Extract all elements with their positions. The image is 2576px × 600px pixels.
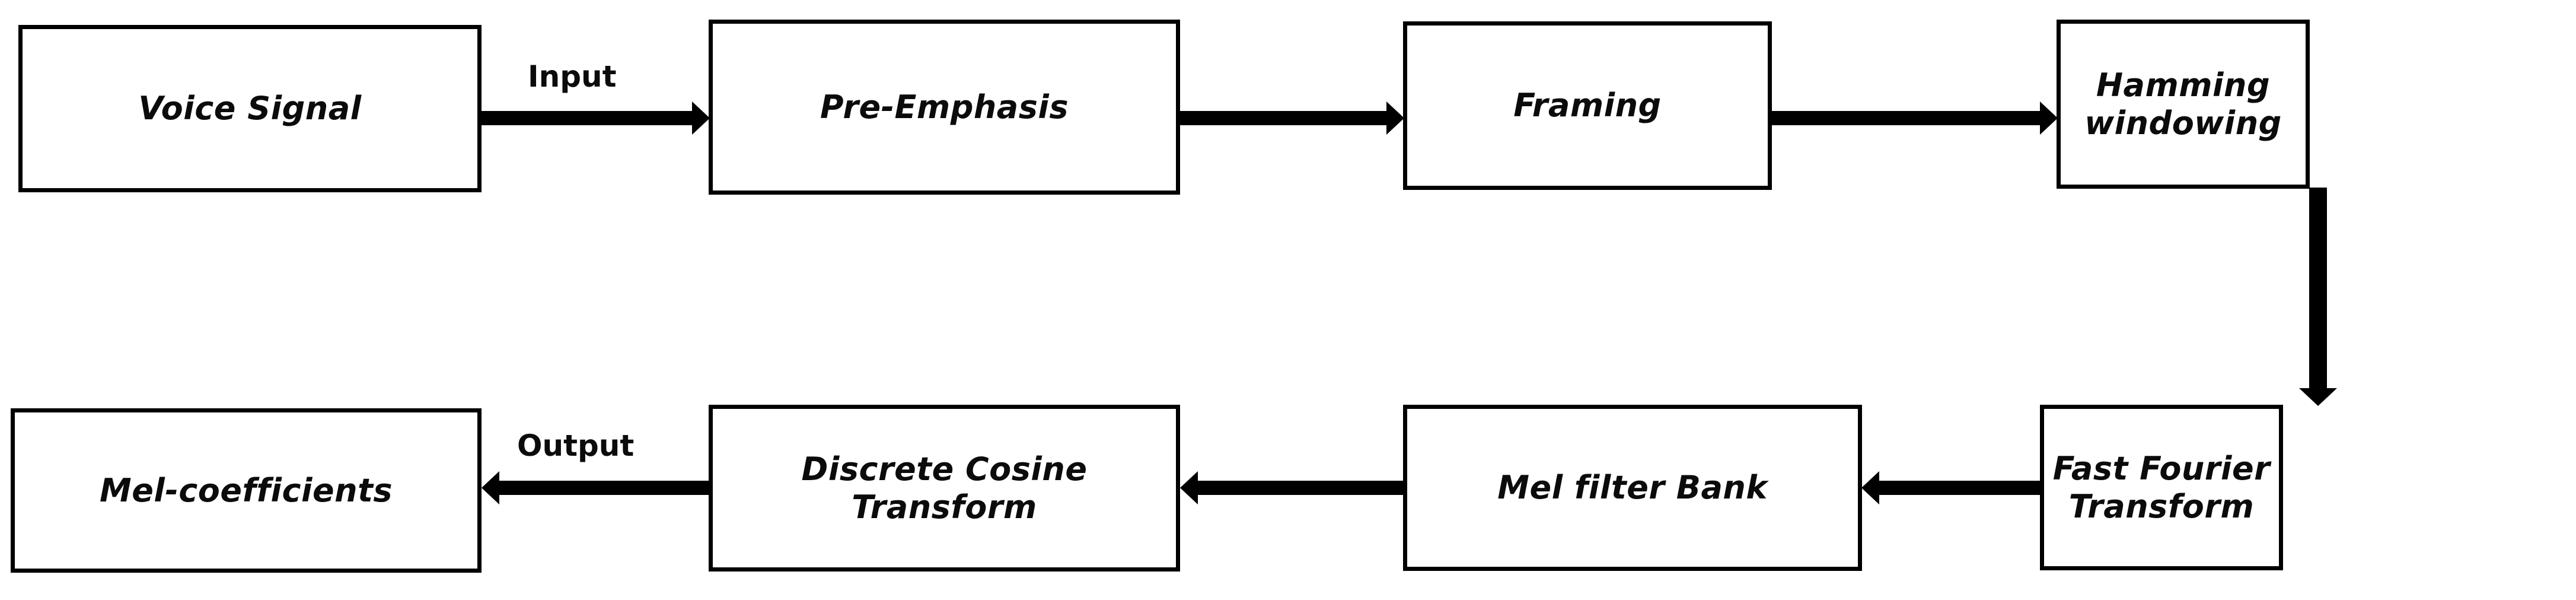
node-voice-signal-label: Voice Signal [138, 90, 362, 128]
node-mel-filter-bank-label: Mel filter Bank [1497, 469, 1768, 507]
arrow-head [482, 471, 499, 504]
arrow-right-icon-pre-emphasis-to-framing [1180, 101, 1404, 135]
arrow-shaft [1180, 111, 1389, 125]
arrow-right-icon-voice-to-pre-emphasis [482, 101, 710, 135]
node-mel-coefficients[interactable]: Mel-coefficients [11, 408, 482, 573]
node-discrete-cosine-transform[interactable]: Discrete Cosine Transform [709, 405, 1180, 572]
arrow-left-icon-fast-fourier-transform-to-mel-filter-bank [1861, 471, 2041, 504]
arrow-shaft [1195, 481, 1404, 495]
node-framing[interactable]: Framing [1403, 21, 1772, 190]
arrow-shaft [482, 111, 694, 125]
node-hamming-windowing[interactable]: Hamming windowing [2057, 20, 2310, 189]
node-hamming-windowing-label: Hamming windowing [2084, 66, 2282, 142]
node-pre-emphasis-label: Pre-Emphasis [820, 88, 1069, 126]
arrow-head [2040, 101, 2058, 135]
node-discrete-cosine-transform-label: Discrete Cosine Transform [801, 450, 1088, 526]
node-framing-label: Framing [1513, 87, 1662, 125]
node-mel-filter-bank[interactable]: Mel filter Bank [1403, 405, 1862, 571]
arrow-right-icon-framing-to-hamming-windowing [1772, 101, 2058, 135]
arrow-left-icon-mel-filter-bank-to-discrete-cosine-transform [1180, 471, 1404, 504]
node-fast-fourier-transform[interactable]: Fast Fourier Transform [2040, 405, 2283, 570]
node-mel-coefficients-label: Mel-coefficients [99, 471, 393, 509]
edge-label-input: Input [528, 59, 617, 94]
node-voice-signal[interactable]: Voice Signal [18, 25, 482, 192]
arrow-head [1861, 471, 1879, 504]
node-pre-emphasis[interactable]: Pre-Emphasis [709, 20, 1180, 195]
node-fast-fourier-transform-label: Fast Fourier Transform [2052, 449, 2271, 525]
arrow-head [1180, 471, 1198, 504]
edge-label-output: Output [517, 428, 635, 463]
arrow-head [1386, 101, 1404, 135]
arrow-down-icon-hamming-windowing-to-fast-fourier-transform [2299, 188, 2337, 406]
arrow-shaft [1877, 481, 2041, 495]
arrow-left-icon-discrete-cosine-transform-to-mel-coefficients [482, 471, 710, 504]
arrow-shaft [2309, 188, 2327, 391]
arrow-head [692, 101, 710, 135]
arrow-shaft [1772, 111, 2042, 125]
arrow-shaft [497, 481, 710, 495]
arrow-head [2299, 388, 2337, 406]
